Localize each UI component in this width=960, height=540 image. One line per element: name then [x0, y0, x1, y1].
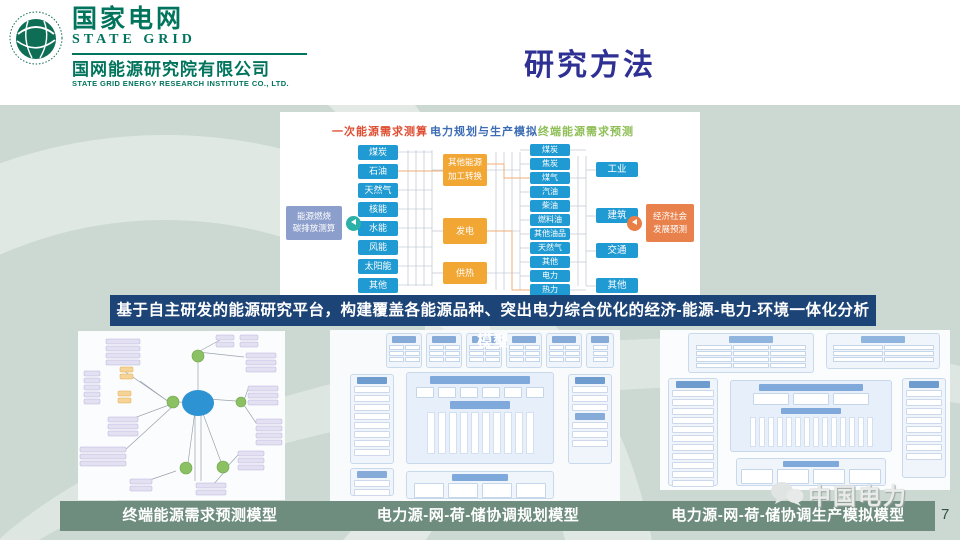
institute-name-cn: 国网能源研究院有限公司 [72, 60, 270, 79]
primary-energy-box: 天然气 [358, 183, 398, 198]
secondary-energy-box: 煤气 [530, 172, 570, 184]
carbon-line2: 碳排放测算 [292, 223, 336, 234]
primary-energy-box: 煤炭 [358, 145, 398, 160]
china-power-watermark: 中国电力 [770, 477, 908, 511]
model-label-planning: 电力源-网-荷-储协调规划模型 [376, 507, 580, 524]
logo-divider [72, 53, 307, 55]
mini-panel [466, 333, 502, 368]
primary-energy-box: 其他 [358, 278, 398, 293]
mini-panel [586, 333, 614, 368]
section-header-end-use: 终端能源需求预测 [538, 126, 634, 138]
header-band: 国家电网 STATE GRID 国网能源研究院有限公司 STATE GRID E… [0, 0, 960, 105]
mini-panel-left [668, 378, 718, 487]
secondary-energy-box: 汽油 [530, 186, 570, 198]
secondary-energy-box: 燃料油 [530, 214, 570, 226]
mini-panel [688, 333, 814, 373]
mini-panel-left [350, 374, 394, 464]
section-header-power: 电力规划与生产模拟 [430, 126, 538, 138]
secondary-energy-box: 热力 [530, 284, 570, 296]
mini-panel [546, 333, 582, 368]
secondary-energy-box: 天然气 [530, 242, 570, 254]
secondary-energy-box: 其他油品 [530, 228, 570, 240]
mindmap-graphic [79, 334, 283, 496]
institute-name-en: STATE GRID ENERGY RESEARCH INSTITUTE CO.… [72, 79, 290, 88]
mini-panel [506, 333, 542, 368]
secondary-energy-box: 其他 [530, 256, 570, 268]
carbon-line1: 能源燃烧 [296, 211, 331, 221]
mini-panel-right [568, 374, 612, 464]
secondary-energy-box: 柴油 [530, 200, 570, 212]
secondary-energy-box: 煤炭 [530, 144, 570, 156]
carbon-emission-box: 能源燃烧 碳排放测算 [286, 206, 342, 240]
mini-panel-center [406, 372, 554, 464]
heating-box: 供热 [443, 262, 487, 284]
model-label-simulation: 电力源-网-荷-储协调生产模拟模型 [671, 507, 905, 524]
chevron-left-teal-icon [346, 216, 361, 231]
mini-panel [826, 333, 940, 369]
sector-box: 其他 [596, 278, 638, 293]
page-title: 研究方法 [524, 49, 656, 82]
economy-line2: 发展预测 [652, 223, 687, 234]
primary-energy-box: 核能 [358, 202, 398, 217]
planning-model-thumbnail [330, 330, 620, 506]
section-header-primary: 一次能源需求测算 [332, 126, 428, 138]
sector-box: 交通 [596, 243, 638, 258]
model-label-bar: 终端能源需求预测模型 电力源-网-荷-储协调规划模型 电力源-网-荷-储协调生产… [60, 501, 935, 531]
mini-panel [426, 333, 462, 368]
generation-box: 发电 [443, 218, 487, 244]
primary-energy-box: 水能 [358, 221, 398, 236]
end-use-demand-model-thumbnail [78, 331, 285, 500]
primary-energy-box: 石油 [358, 164, 398, 179]
key-message-banner: 基于自主研发的能源研究平台，构建覆盖各能源品种、突出电力综合优化的经济-能源-电… [110, 295, 876, 350]
primary-energy-box: 风能 [358, 240, 398, 255]
conversion-line1: 其他能源 [447, 157, 482, 167]
watermark-text: 中国电力 [808, 483, 908, 509]
economy-forecast-box: 经济社会 发展预测 [646, 204, 694, 242]
brand-name-en: STATE GRID [72, 32, 196, 47]
chevron-left-orange-icon [627, 216, 642, 231]
page-number: 7 [941, 506, 950, 523]
secondary-energy-box: 焦炭 [530, 158, 570, 170]
brand-name-cn: 国家电网 [72, 5, 185, 33]
connector-lines [398, 149, 596, 291]
model-label-enduse: 终端能源需求预测模型 [122, 507, 278, 524]
simulation-model-thumbnail [660, 330, 950, 490]
mini-panel-right [902, 378, 946, 478]
conversion-box: 其他能源 加工转换 [443, 154, 487, 186]
sector-box: 工业 [596, 162, 638, 177]
primary-energy-box: 太阳能 [358, 259, 398, 274]
mini-panel-center [730, 380, 892, 452]
energy-platform-diagram: 一次能源需求测算 电力规划与生产模拟 终端能源需求预测 煤炭 石油 天然气 核能… [280, 112, 700, 300]
conversion-line2: 加工转换 [447, 170, 482, 181]
mini-panel-left2 [350, 468, 394, 496]
globe-logo-icon [9, 11, 63, 65]
mini-panel-bottom [736, 458, 886, 486]
secondary-energy-box: 电力 [530, 270, 570, 282]
logo-text-block: 国家电网 STATE GRID 国网能源研究院有限公司 STATE GRID E… [72, 6, 307, 89]
mini-panel [386, 333, 422, 368]
mini-panel-bottom [406, 471, 554, 499]
economy-line1: 经济社会 [652, 211, 687, 221]
chat-bubbles-icon [771, 482, 804, 506]
state-grid-logo: 国家电网 STATE GRID 国网能源研究院有限公司 STATE GRID E… [8, 6, 307, 89]
